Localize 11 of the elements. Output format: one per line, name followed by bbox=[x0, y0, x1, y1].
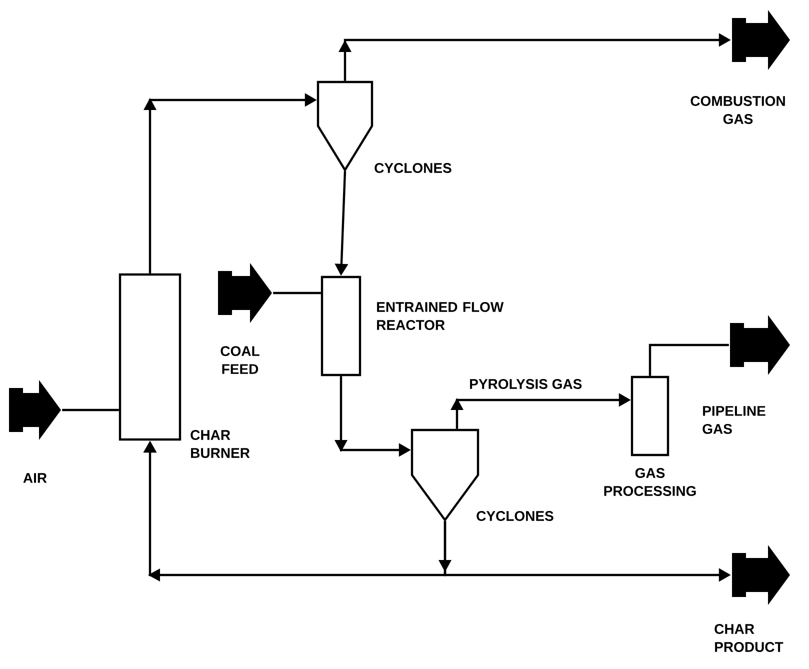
equipment-label: ENTRAINED FLOW REACTOR bbox=[377, 302, 504, 330]
equipment-label: CYCLONES bbox=[374, 163, 452, 173]
equipment-label: PIPELINE GAS bbox=[702, 406, 766, 434]
edge-label: PYROLYSIS GAS bbox=[468, 378, 584, 390]
equipment-label: COMBUSTION GAS bbox=[690, 96, 785, 124]
equipment-label: AIR bbox=[23, 473, 47, 483]
equipment-label: CYCLONES bbox=[476, 511, 554, 521]
equipment-label: CHAR PRODUCT bbox=[714, 624, 784, 652]
equipment-label: GAS PROCESSING bbox=[604, 468, 696, 496]
equipment-label: COAL FEED bbox=[220, 346, 260, 374]
equipment-label: CHAR BURNER bbox=[190, 430, 250, 458]
